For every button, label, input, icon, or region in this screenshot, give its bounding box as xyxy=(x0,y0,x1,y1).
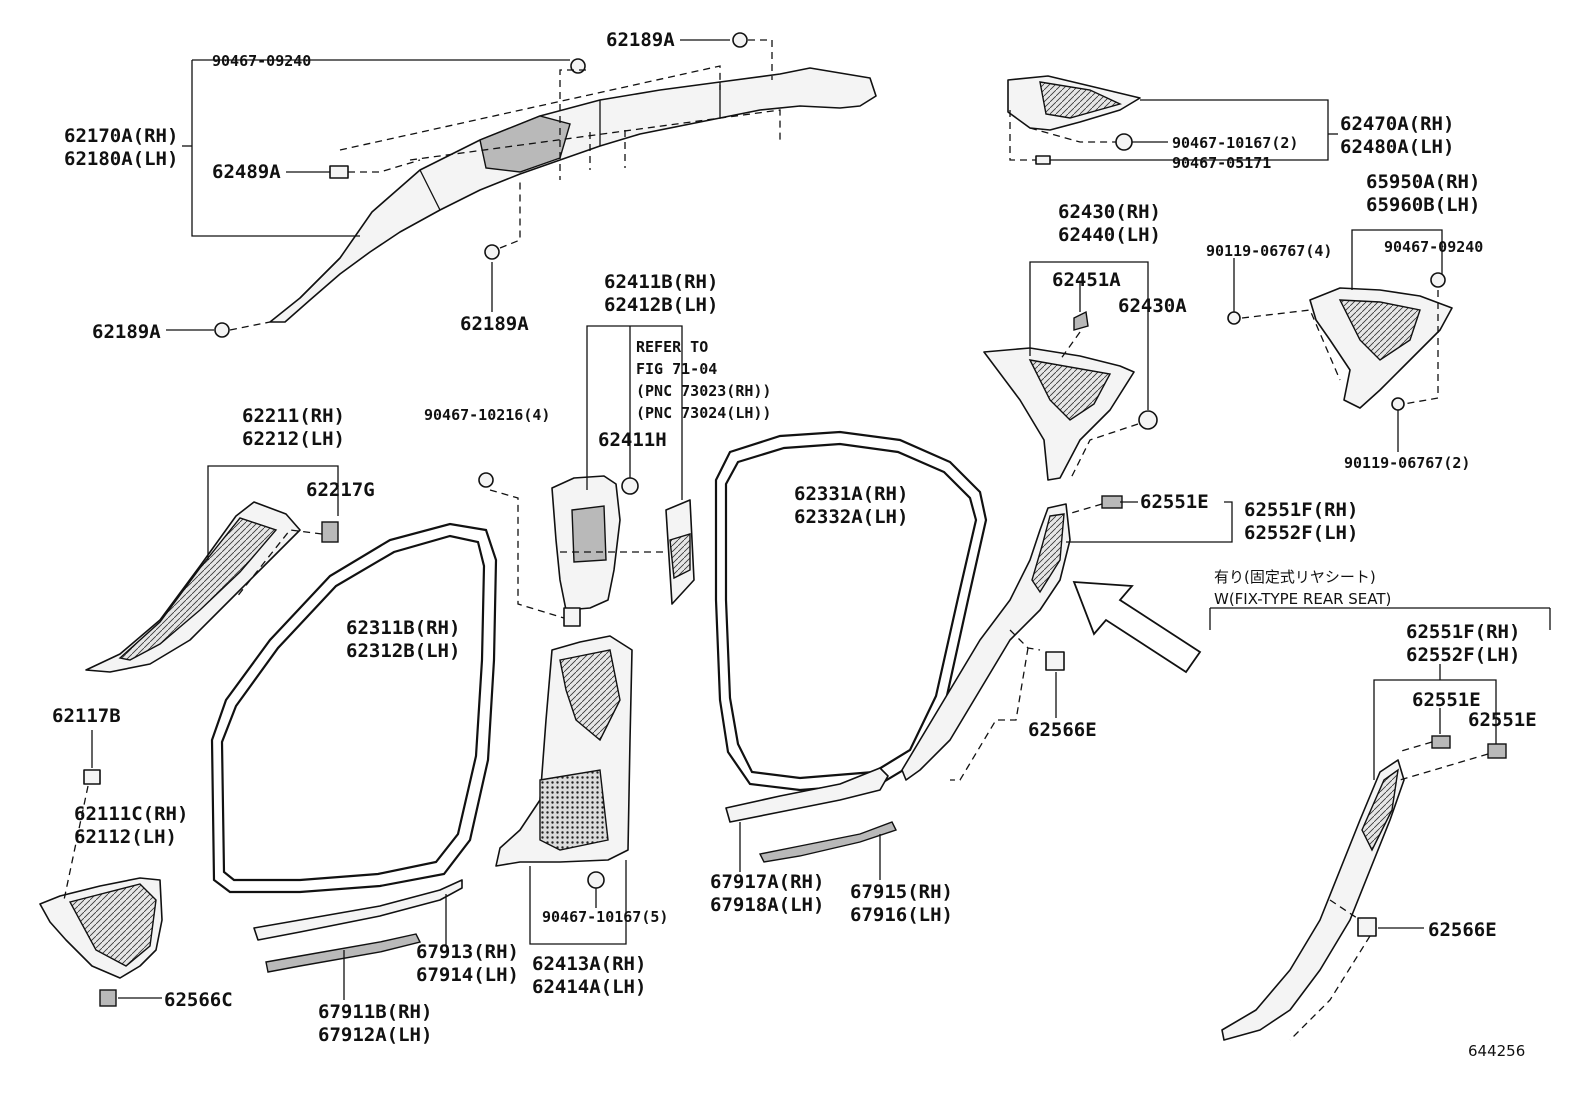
center-pillar-lower-garnish xyxy=(495,635,633,945)
label-67914: 67914(LH) xyxy=(416,964,519,986)
label-62112: 62112(LH) xyxy=(74,826,177,848)
center-pillar-upper-garnish xyxy=(489,325,695,627)
label-62170a: 62170A(RH) xyxy=(64,125,178,147)
label-62117b: 62117B xyxy=(52,705,121,727)
rear-seat-hinge-cover xyxy=(1227,229,1453,452)
rear-scuff-plate xyxy=(725,767,897,880)
label-90467-10167-2: 90467-10167(2) xyxy=(1172,134,1298,152)
label-62332a: 62332A(LH) xyxy=(794,506,908,528)
label-62212: 62212(LH) xyxy=(242,428,345,450)
label-90467-09240-b: 90467-09240 xyxy=(1384,238,1483,256)
refer-line-3: (PNC 73023(RH)) xyxy=(636,382,771,400)
label-62430a: 62430A xyxy=(1118,295,1187,317)
label-62211: 62211(RH) xyxy=(242,405,345,427)
label-62430: 62430(RH) xyxy=(1058,201,1161,223)
fix-type-rear-seat-section xyxy=(1209,607,1551,1041)
label-62111c: 62111C(RH) xyxy=(74,803,188,825)
label-62411b: 62411B(RH) xyxy=(604,271,718,293)
note-fix-type-jp: 有り(固定式リヤシート) xyxy=(1214,568,1376,586)
label-90467-10216-4: 90467-10216(4) xyxy=(424,406,550,424)
label-67918a: 67918A(LH) xyxy=(710,894,824,916)
label-62551e-c: 62551E xyxy=(1468,709,1537,731)
label-62413a: 62413A(RH) xyxy=(532,953,646,975)
label-90119-06767-2: 90119-06767(2) xyxy=(1344,454,1470,472)
pillar-screw-90467-10216 xyxy=(478,472,494,488)
label-62180a: 62180A(LH) xyxy=(64,148,178,170)
label-62312b: 62312B(LH) xyxy=(346,640,460,662)
figure-number: 644256 xyxy=(1468,1042,1525,1060)
quarter-pillar-lower-trim xyxy=(901,495,1233,781)
label-62470a: 62470A(RH) xyxy=(1340,113,1454,135)
quarter-upper-trim xyxy=(1007,75,1338,165)
label-62552f-a: 62552F(LH) xyxy=(1244,522,1358,544)
label-62566c: 62566C xyxy=(164,989,233,1011)
label-62189a-mid: 62189A xyxy=(460,313,529,335)
label-67915: 67915(RH) xyxy=(850,881,953,903)
refer-line-4: (PNC 73024(LH)) xyxy=(636,404,771,422)
roof-rail-clips xyxy=(214,32,748,338)
label-62489a: 62489A xyxy=(212,161,281,183)
label-65950a: 65950A(RH) xyxy=(1366,171,1480,193)
roof-rail-dashes xyxy=(229,39,781,331)
label-90119-06767-4: 90119-06767(4) xyxy=(1206,242,1332,260)
label-62551f-b: 62551F(RH) xyxy=(1406,621,1520,643)
label-62414a: 62414A(LH) xyxy=(532,976,646,998)
label-62217g: 62217G xyxy=(306,479,375,501)
quarter-window-trim xyxy=(983,261,1158,481)
label-62566e-a: 62566E xyxy=(1028,719,1097,741)
label-62331a: 62331A(RH) xyxy=(794,483,908,505)
label-67916: 67916(LH) xyxy=(850,904,953,926)
label-67917a: 67917A(RH) xyxy=(710,871,824,893)
label-67912a: 67912A(LH) xyxy=(318,1024,432,1046)
label-62189a-top: 62189A xyxy=(606,29,675,51)
label-62311b: 62311B(RH) xyxy=(346,617,460,639)
front-scuff-plate xyxy=(253,879,463,1000)
refer-line-1: REFER TO xyxy=(636,338,708,356)
roof-rail-leaders xyxy=(166,39,730,331)
label-67913: 67913(RH) xyxy=(416,941,519,963)
label-62189a-left: 62189A xyxy=(92,321,161,343)
refer-line-2: FIG 71-04 xyxy=(636,360,717,378)
cowl-side-trim xyxy=(39,730,163,1007)
label-90467-05171: 90467-05171 xyxy=(1172,154,1271,172)
label-62566e-b: 62566E xyxy=(1428,919,1497,941)
label-90467-10167-5: 90467-10167(5) xyxy=(542,908,668,926)
front-pillar-garnish xyxy=(85,465,339,673)
label-62412b: 62412B(LH) xyxy=(604,294,718,316)
label-62451a: 62451A xyxy=(1052,269,1121,291)
front-door-weatherstrip xyxy=(210,522,498,894)
label-67911b: 67911B(RH) xyxy=(318,1001,432,1023)
label-62551f-a: 62551F(RH) xyxy=(1244,499,1358,521)
label-62411h: 62411H xyxy=(598,429,667,451)
label-62480a: 62480A(LH) xyxy=(1340,136,1454,158)
label-90467-09240-a: 90467-09240 xyxy=(212,52,311,70)
part-number-labels: 62189A 90467-09240 62170A(RH) 62180A(LH)… xyxy=(52,29,1537,1060)
label-62552f-b: 62552F(LH) xyxy=(1406,644,1520,666)
label-65960b: 65960B(LH) xyxy=(1366,194,1480,216)
note-fix-type-en: W(FIX-TYPE REAR SEAT) xyxy=(1214,590,1391,608)
roof-rail-garnish xyxy=(269,67,877,323)
label-62551e-a: 62551E xyxy=(1140,491,1209,513)
direction-arrow xyxy=(1072,581,1202,674)
label-62551e-b: 62551E xyxy=(1412,689,1481,711)
label-62440: 62440(LH) xyxy=(1058,224,1161,246)
